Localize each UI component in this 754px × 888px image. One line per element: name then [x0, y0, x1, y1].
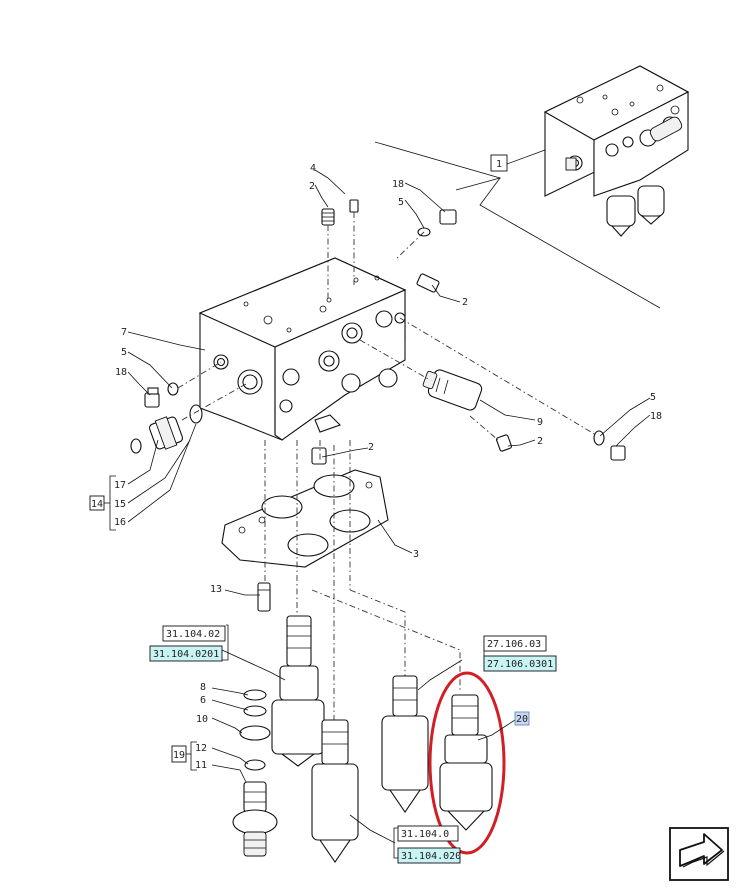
cartridge-valve-middle-drawing: [311, 719, 359, 863]
item-number-2d: 2: [368, 442, 374, 453]
item-number-5b: 5: [121, 347, 127, 358]
highlight-ring: [428, 671, 506, 855]
ref-label-31.104.02: 31.104.02: [166, 629, 220, 640]
ref-label-31.104.0: 31.104.0: [401, 829, 449, 840]
ref-link-31.104.0201[interactable]: [149, 645, 223, 662]
item-number-8: 8: [200, 682, 206, 693]
item-number-6: 6: [200, 695, 206, 706]
item-number-18c: 18: [650, 411, 662, 422]
bolt-13-drawing: [257, 582, 271, 612]
item-number-20: 20: [516, 714, 528, 725]
item-number-16: 16: [114, 517, 126, 528]
ref-box-31.104.0: [397, 825, 459, 842]
item-number-10: 10: [196, 714, 208, 725]
ref-label-27.106.03: 27.106.03: [487, 639, 541, 650]
item-number-5a: 5: [398, 197, 404, 208]
item-number-3a: 3: [413, 549, 419, 560]
item-number-18b: 18: [115, 367, 127, 378]
item-number-9: 9: [537, 417, 543, 428]
item-number-15: 15: [114, 499, 126, 510]
ref-link-label-31.104.0201: 31.104.0201: [153, 649, 219, 660]
item-number-2a: 2: [309, 181, 315, 192]
item-number-13: 13: [210, 584, 222, 595]
item-number-5c: 5: [650, 392, 656, 403]
item-number-14: 14: [91, 499, 103, 510]
cartridge-valve-20-drawing: [439, 694, 493, 831]
callout-box-20[interactable]: [514, 711, 530, 726]
valve-block-drawing: [198, 257, 407, 441]
ref-box-31.104.02: [162, 625, 226, 642]
cartridge-valve-right-drawing: [381, 675, 429, 813]
ref-box-27.106.03: [483, 635, 547, 652]
overview-assembly-drawing: [543, 65, 690, 237]
item-number-7: 7: [121, 327, 127, 338]
ref-link-31.104.020[interactable]: [397, 847, 461, 864]
item-number-2b: 2: [462, 297, 468, 308]
next-page-arrow-icon[interactable]: [669, 827, 729, 881]
item-number-2c: 2: [537, 436, 543, 447]
ref-link-label-27.106.0301: 27.106.0301: [487, 659, 553, 670]
item-number-4: 4: [310, 163, 316, 174]
cartridge-valve-left-drawing: [232, 615, 325, 857]
item-number-1: 1: [496, 159, 502, 170]
callout-box-1: [490, 154, 508, 172]
item-number-17: 17: [114, 480, 126, 491]
item-number-19: 19: [173, 750, 185, 761]
right-cartridge-drawing: [359, 317, 626, 461]
gasket-plate-drawing: [221, 447, 389, 568]
ref-link-27.106.0301[interactable]: [483, 655, 557, 672]
item-number-18a: 18: [392, 179, 404, 190]
item-number-12: 12: [195, 743, 207, 754]
ref-link-label-31.104.020: 31.104.020: [401, 851, 461, 862]
item-number-11: 11: [195, 760, 207, 771]
